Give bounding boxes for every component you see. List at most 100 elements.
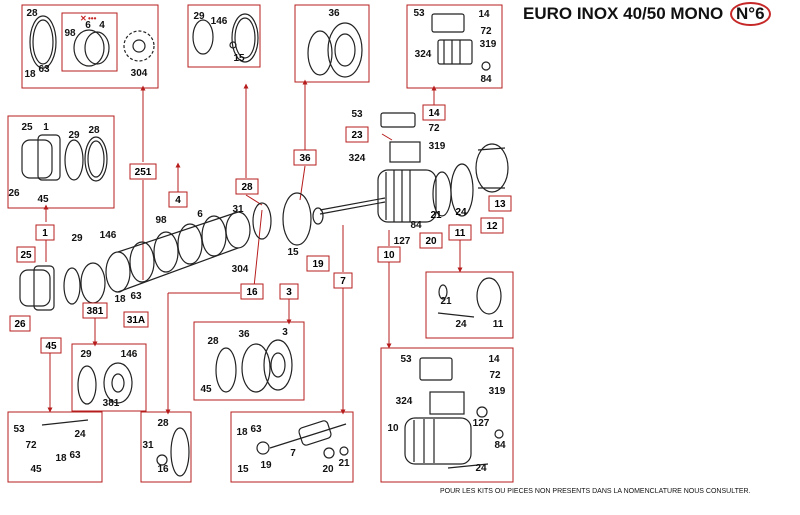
label: 53 [13, 424, 25, 435]
badge-14 [422, 104, 446, 121]
label: 36 [328, 8, 340, 19]
label: 84 [410, 220, 422, 231]
svg-text:✕: ✕ [80, 14, 87, 23]
detail-box-381 [71, 343, 147, 412]
badge-text: 16 [246, 287, 258, 298]
badge-12 [480, 217, 504, 234]
badge-251 [129, 163, 157, 180]
badge-11 [448, 224, 472, 241]
part-drawings [19, 13, 509, 477]
footnote: POUR LES KITS OU PIECES NON PRESENTS DAN… [440, 488, 751, 495]
label-24: 24 [455, 207, 467, 218]
label: 6 [197, 209, 203, 220]
label: 3 [282, 327, 288, 338]
label: 146 [211, 16, 228, 27]
badge-31a [123, 311, 149, 328]
label: 24 [475, 463, 487, 474]
label: 319 [489, 386, 506, 397]
detail-subbox-impeller [61, 12, 118, 72]
detail-box-terminal [406, 4, 503, 89]
label: 18 [114, 294, 126, 305]
label: 21 [440, 296, 452, 307]
more-icon: ••• [88, 14, 97, 23]
label: 146 [121, 349, 138, 360]
badge-text: 381 [87, 306, 104, 317]
label: 84 [494, 440, 506, 451]
label: 20 [322, 464, 334, 475]
label: 84 [480, 74, 492, 85]
badge-text: 31A [127, 315, 145, 326]
label: 36 [238, 329, 250, 340]
label: 28 [207, 336, 219, 347]
leader-lines [43, 79, 463, 415]
badge-20 [419, 232, 443, 249]
badge-10 [377, 246, 401, 263]
label: 53 [400, 354, 412, 365]
label: 31 [142, 440, 154, 451]
label: 63 [130, 291, 142, 302]
label: 18 [236, 427, 248, 438]
label: 45 [30, 464, 42, 475]
label: 127 [394, 236, 411, 247]
label: 10 [387, 423, 399, 434]
label: 381 [103, 398, 120, 409]
badge-23 [345, 126, 369, 143]
svg-text:•••: ••• [88, 14, 97, 23]
detail-box-fan [425, 271, 514, 339]
label: 319 [480, 39, 497, 50]
label: 29 [80, 349, 92, 360]
detail-box-motor [380, 347, 514, 483]
badge-text: 26 [14, 319, 26, 330]
badge-45 [40, 337, 62, 354]
detail-box-shaft [230, 411, 354, 483]
label: 98 [155, 215, 167, 226]
label: 21 [338, 458, 350, 469]
label-21: 21 [430, 210, 442, 221]
label: 72 [25, 440, 37, 451]
label: 14 [478, 9, 490, 20]
detail-box-seal [140, 411, 192, 483]
label: 15 [287, 247, 299, 258]
badge-text: 13 [494, 199, 506, 210]
detail-box-pump-body [7, 115, 115, 209]
badge-7 [333, 272, 353, 289]
label: 72 [480, 26, 492, 37]
badge-text: 45 [45, 341, 57, 352]
label: 45 [200, 384, 212, 395]
label: 98 [64, 28, 76, 39]
detail-box-hardware [7, 411, 103, 483]
label: 324 [349, 153, 366, 164]
label: 11 [493, 319, 504, 330]
badge-text: 28 [241, 182, 253, 193]
badge-26 [9, 315, 31, 332]
badge-text: 23 [351, 130, 363, 141]
close-icon: ✕ [80, 14, 87, 23]
badge-text: 7 [340, 276, 346, 287]
badge-4 [168, 191, 188, 208]
label: 4 [99, 20, 105, 31]
badge-36 [293, 149, 317, 166]
part-number-labels: 28 98 6 4 18 63 304 29 146 15 36 53 14 7… [8, 8, 506, 475]
badge-text: 3 [286, 287, 292, 298]
label: 72 [489, 370, 501, 381]
badge-19 [306, 255, 330, 272]
label: 29 [68, 130, 80, 141]
label: 324 [396, 396, 413, 407]
badge-text: 11 [455, 228, 466, 239]
label: 6 [85, 20, 91, 31]
badge-text: 4 [175, 195, 181, 206]
label: 29 [193, 11, 205, 22]
label: 25 [21, 122, 33, 133]
badge-28 [235, 178, 259, 195]
badge-text: 251 [135, 167, 152, 178]
label: 24 [455, 319, 467, 330]
label: 53 [413, 8, 425, 19]
label: 28 [157, 418, 169, 429]
label: 29 [71, 233, 83, 244]
label: 72 [428, 123, 440, 134]
detail-box-bracket [294, 4, 370, 83]
label: 16 [157, 464, 169, 475]
badge-3 [279, 283, 299, 300]
badge-381 [82, 302, 108, 319]
